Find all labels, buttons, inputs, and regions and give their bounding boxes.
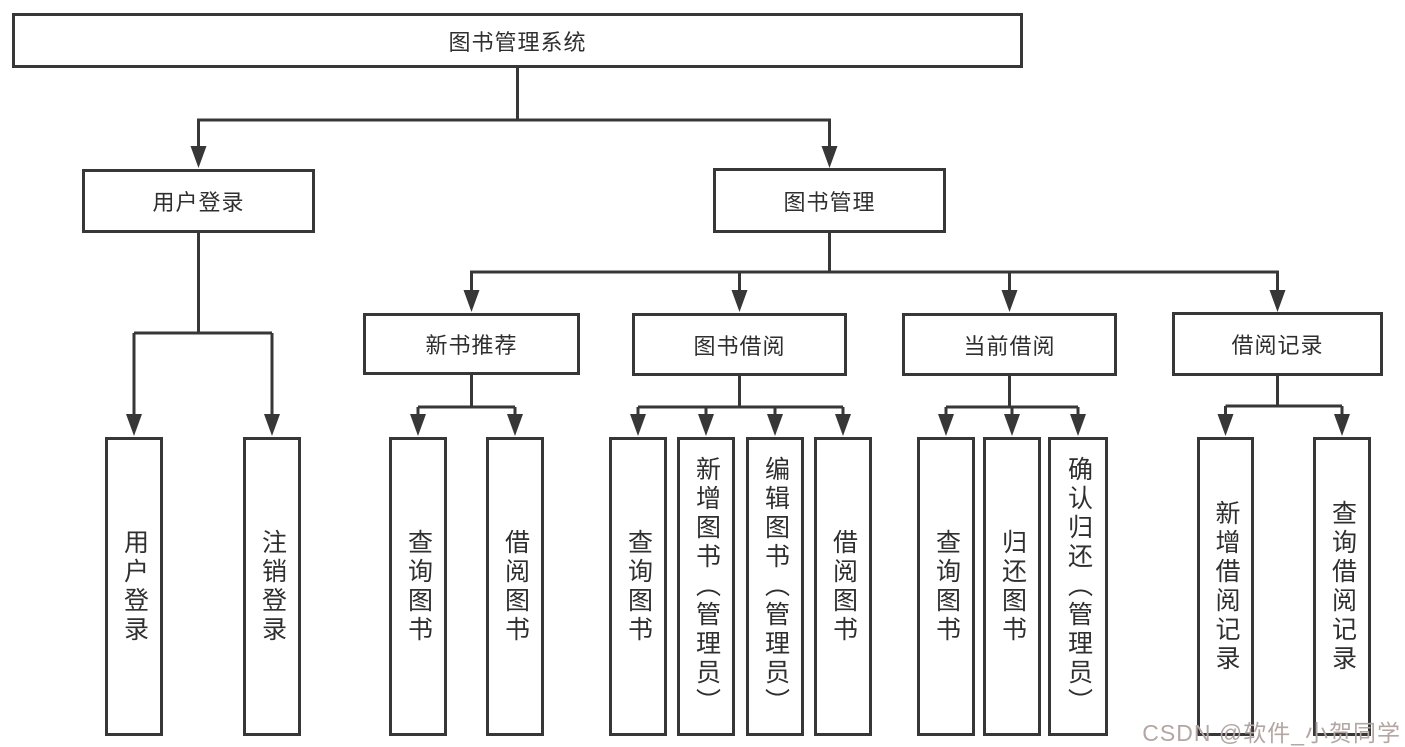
- arrowheads: [126, 146, 1350, 436]
- arrowhead: [1269, 290, 1286, 312]
- leaf-add-borrow-record: 新增借阅记录: [1197, 437, 1254, 736]
- leaf-user-login-label: 用户登录: [120, 528, 149, 645]
- connector-bookmgmt-to-level3: [470, 233, 1279, 294]
- arrowhead: [938, 414, 954, 436]
- leaf-query-book-3-label: 查询图书: [932, 528, 961, 645]
- arrowhead: [767, 414, 783, 436]
- arrowhead: [1001, 290, 1018, 312]
- node-book-borrow: 图书借阅: [632, 313, 847, 376]
- leaf-user-login: 用户登录: [105, 437, 163, 736]
- arrowhead: [463, 290, 480, 312]
- leaf-edit-book-admin-label: 编辑图书（管理员）: [761, 456, 790, 717]
- leaf-query-book-2-label: 查询图书: [624, 528, 653, 645]
- connector-bookborrow-to-leaves: [636, 376, 845, 418]
- arrowhead: [731, 290, 748, 312]
- leaf-add-book-admin: 新增图书（管理员）: [677, 437, 735, 736]
- leaf-add-borrow-record-label: 新增借阅记录: [1212, 499, 1240, 674]
- leaf-add-book-admin-label: 新增图书（管理员）: [692, 456, 721, 717]
- watermark-text: CSDN @软件_小贺同学: [1142, 720, 1401, 746]
- arrowhead: [1217, 414, 1234, 436]
- arrowhead: [190, 146, 207, 168]
- leaf-return-book-label: 归还图书: [998, 528, 1027, 645]
- leaf-edit-book-admin: 编辑图书（管理员）: [746, 437, 804, 736]
- arrowhead: [1070, 414, 1086, 436]
- connector-root-to-level2: [197, 68, 831, 150]
- node-current-borrow: 当前借阅: [902, 313, 1117, 376]
- arrowhead: [821, 146, 838, 168]
- node-new-book-recommend: 新书推荐: [363, 313, 580, 375]
- leaf-query-borrow-record: 查询借阅记录: [1313, 437, 1371, 736]
- arrowhead: [1004, 414, 1020, 436]
- leaf-query-book-3: 查询图书: [917, 437, 975, 736]
- connector-newbook-to-leaves: [416, 375, 517, 418]
- leaf-logout-label: 注销登录: [258, 528, 287, 645]
- leaf-query-book-1: 查询图书: [389, 437, 447, 736]
- connector-currentborrow-to-leaves: [944, 376, 1080, 418]
- node-borrow-record: 借阅记录: [1172, 312, 1383, 376]
- leaf-query-book-1-label: 查询图书: [404, 528, 433, 645]
- arrowhead: [835, 414, 851, 436]
- leaf-confirm-return-admin-label: 确认归还（管理员）: [1064, 456, 1093, 717]
- arrowhead: [410, 414, 426, 436]
- leaf-logout: 注销登录: [243, 437, 301, 736]
- leaf-borrow-book-2: 借阅图书: [814, 437, 872, 736]
- leaf-borrow-book-1: 借阅图书: [486, 437, 544, 736]
- arrowhead: [126, 414, 142, 436]
- leaf-borrow-book-1-label: 借阅图书: [501, 528, 530, 645]
- leaf-query-borrow-record-label: 查询借阅记录: [1328, 499, 1357, 674]
- arrowhead: [507, 414, 523, 436]
- node-root: 图书管理系统: [12, 13, 1023, 68]
- node-book-management: 图书管理: [713, 168, 946, 233]
- leaf-query-book-2: 查询图书: [609, 437, 667, 736]
- arrowhead: [698, 414, 714, 436]
- arrowhead: [1334, 414, 1350, 436]
- leaf-return-book: 归还图书: [983, 437, 1041, 736]
- node-user-login: 用户登录: [82, 169, 315, 233]
- connector-userlogin-to-leaves: [132, 233, 274, 418]
- arrowhead: [630, 414, 646, 436]
- connector-borrowrecord-to-leaves: [1224, 376, 1344, 418]
- arrowhead: [264, 414, 280, 436]
- leaf-confirm-return-admin: 确认归还（管理员）: [1048, 437, 1108, 736]
- connector-lines: [132, 68, 1344, 418]
- leaf-borrow-book-2-label: 借阅图书: [829, 528, 858, 645]
